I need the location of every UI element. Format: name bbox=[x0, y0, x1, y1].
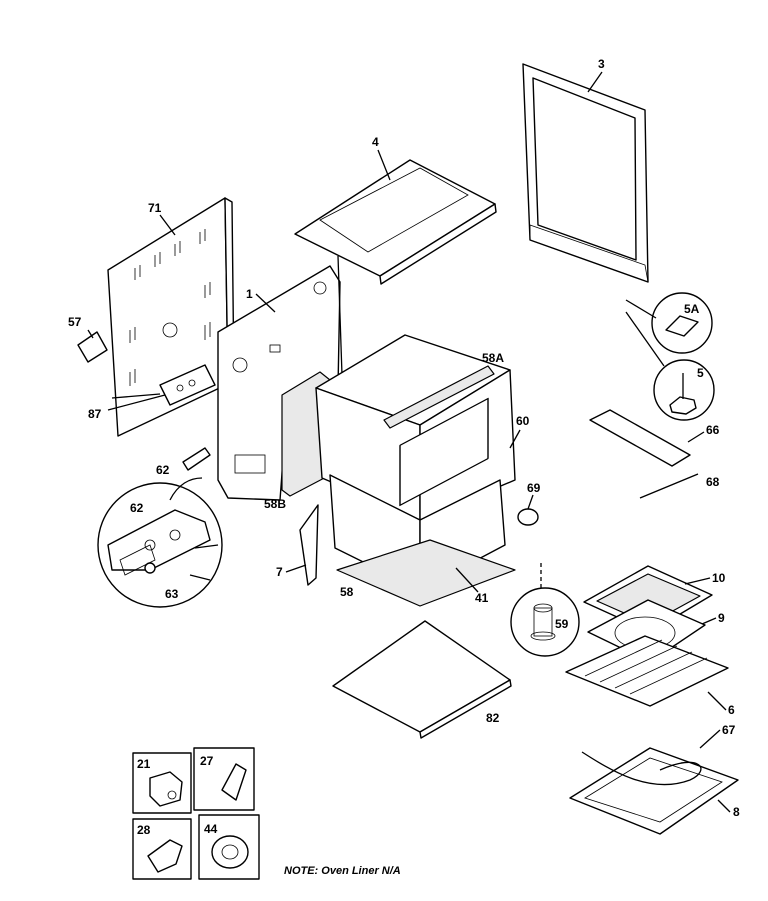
part-box-21 bbox=[132, 752, 192, 814]
bracket-57 bbox=[77, 331, 108, 363]
knob-69 bbox=[517, 508, 539, 526]
label-58: 58 bbox=[340, 585, 354, 599]
detail-circle-5 bbox=[653, 359, 715, 421]
pan-8 bbox=[569, 747, 739, 835]
rod-68 bbox=[639, 473, 699, 499]
label-5: 5 bbox=[697, 366, 704, 380]
label-1: 1 bbox=[246, 287, 253, 301]
label-58b: 58B bbox=[264, 497, 286, 511]
label-44: 44 bbox=[204, 822, 218, 836]
label-10: 10 bbox=[712, 571, 726, 585]
label-4: 4 bbox=[372, 135, 379, 149]
label-41: 41 bbox=[475, 591, 489, 605]
element-66 bbox=[589, 409, 691, 467]
oven-cavity bbox=[315, 334, 516, 521]
label-63: 63 bbox=[165, 587, 179, 601]
label-21: 21 bbox=[137, 757, 151, 771]
label-28: 28 bbox=[137, 823, 151, 837]
label-62: 62 bbox=[156, 463, 170, 477]
label-68: 68 bbox=[706, 475, 720, 489]
screw-5 bbox=[669, 396, 697, 415]
element-67 bbox=[581, 751, 702, 786]
label-71: 71 bbox=[148, 201, 162, 215]
part-box-27 bbox=[193, 747, 255, 811]
detail-circle-59 bbox=[510, 587, 580, 657]
label-58a: 58A bbox=[482, 351, 504, 365]
hinge-7 bbox=[299, 504, 319, 586]
note-text: NOTE: Oven Liner N/A bbox=[284, 865, 401, 877]
label-6: 6 bbox=[728, 703, 735, 717]
door-frame-3 bbox=[522, 63, 649, 283]
back-panel-71 bbox=[107, 197, 235, 437]
label-67: 67 bbox=[722, 723, 736, 737]
label-27: 27 bbox=[200, 754, 214, 768]
label-69: 69 bbox=[527, 481, 541, 495]
label-62-detail: 62 bbox=[130, 501, 144, 515]
label-60: 60 bbox=[516, 414, 530, 428]
top-panel-4 bbox=[294, 159, 497, 285]
label-9: 9 bbox=[718, 611, 725, 625]
insulation-58 bbox=[336, 539, 516, 607]
part-box-28 bbox=[132, 818, 192, 880]
label-87: 87 bbox=[88, 407, 102, 421]
label-66: 66 bbox=[706, 423, 720, 437]
floor-plate-82-edge bbox=[419, 679, 512, 739]
label-5a: 5A bbox=[684, 302, 700, 316]
label-7: 7 bbox=[276, 565, 283, 579]
label-82: 82 bbox=[486, 711, 500, 725]
label-3: 3 bbox=[598, 57, 605, 71]
part-box-44 bbox=[198, 814, 260, 880]
bracket-62 bbox=[182, 447, 211, 471]
label-8: 8 bbox=[733, 805, 740, 819]
detail-circle-62 bbox=[97, 477, 223, 608]
label-57: 57 bbox=[68, 315, 82, 329]
floor-plate-82 bbox=[332, 620, 511, 733]
label-59: 59 bbox=[555, 617, 569, 631]
clip-5a bbox=[665, 315, 699, 337]
rack-6 bbox=[565, 635, 729, 707]
